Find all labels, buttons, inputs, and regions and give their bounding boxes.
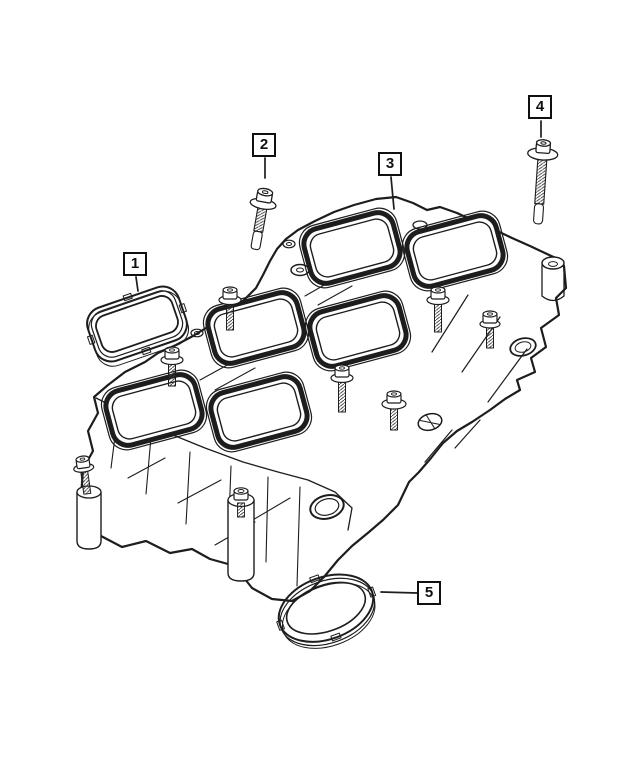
- installed-bolt-5: [381, 390, 407, 431]
- leader-3: [390, 176, 395, 210]
- leader-1: [135, 276, 139, 292]
- callout-5[interactable]: 5: [417, 581, 441, 605]
- installed-bolt-7: [73, 455, 95, 495]
- part-gasket-lower: [276, 573, 377, 649]
- callout-4[interactable]: 4: [528, 95, 552, 119]
- installed-bolt-3: [426, 286, 450, 333]
- part-bolt-short: [249, 187, 277, 251]
- installed-bolt-6: [479, 310, 501, 349]
- port-seal-4: [304, 290, 412, 372]
- port-seal-6: [401, 210, 509, 292]
- port-seal-5: [298, 207, 406, 289]
- leader-5: [380, 591, 418, 594]
- port-seal-2: [205, 371, 313, 453]
- installed-bolt-2: [160, 346, 184, 387]
- installed-bolt-1: [218, 286, 242, 331]
- callout-2[interactable]: 2: [252, 133, 276, 157]
- part-gasket-upper: [86, 285, 190, 367]
- installed-bolt-4: [330, 364, 354, 413]
- callout-1[interactable]: 1: [123, 252, 147, 276]
- mount-tower-left: [76, 485, 102, 550]
- port-seal-1: [100, 369, 208, 451]
- mount-tower-center: [227, 487, 255, 582]
- callout-3[interactable]: 3: [378, 152, 402, 176]
- part-bolt-long: [527, 139, 559, 225]
- corner-boss: [541, 256, 565, 302]
- leader-lines: [135, 120, 542, 594]
